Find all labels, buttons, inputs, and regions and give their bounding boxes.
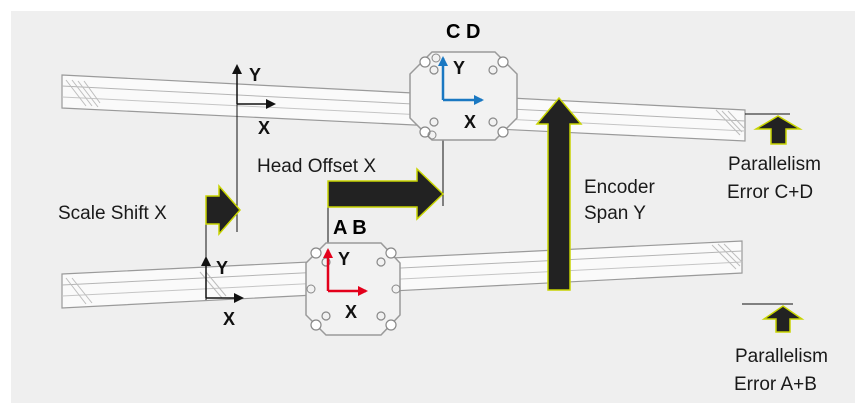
- head-ab-pair-label: A B: [333, 217, 367, 239]
- head-cd-y-label: Y: [453, 58, 465, 78]
- bottom-scale-y-label: Y: [216, 258, 228, 278]
- scale-shift-label: Scale Shift X: [58, 203, 167, 224]
- head-cd-x-label: X: [464, 112, 476, 132]
- head-ab-y-label: Y: [338, 249, 350, 269]
- parallelism-ab-label-line1: Parallelism: [735, 346, 828, 367]
- parallelism-ab-label-line2: Error A+B: [734, 374, 817, 395]
- encoder-span-label-line1: Encoder: [584, 177, 655, 198]
- scale-shift-arrow: [205, 184, 241, 236]
- readhead-cd: [409, 51, 518, 141]
- top-scale-x-label: X: [258, 118, 270, 138]
- bottom-scale-x-label: X: [223, 309, 235, 329]
- top-scale-y-label: Y: [249, 65, 261, 85]
- head-offset-arrow: [327, 167, 445, 221]
- parallelism-cd-label-line1: Parallelism: [728, 154, 821, 175]
- readhead-ab: [305, 242, 401, 336]
- head-cd-pair-label: C D: [446, 21, 480, 43]
- parallelism-cd-label-line2: Error C+D: [727, 182, 813, 203]
- encoder-span-arrow: [535, 96, 583, 291]
- bottom-scale: [61, 240, 743, 309]
- head-offset-label: Head Offset X: [257, 156, 376, 177]
- parallelism-ab-arrow: [761, 305, 805, 333]
- encoder-span-label-line2: Span Y: [584, 203, 646, 224]
- parallelism-cd-arrow: [753, 115, 803, 145]
- head-ab-x-label: X: [345, 302, 357, 322]
